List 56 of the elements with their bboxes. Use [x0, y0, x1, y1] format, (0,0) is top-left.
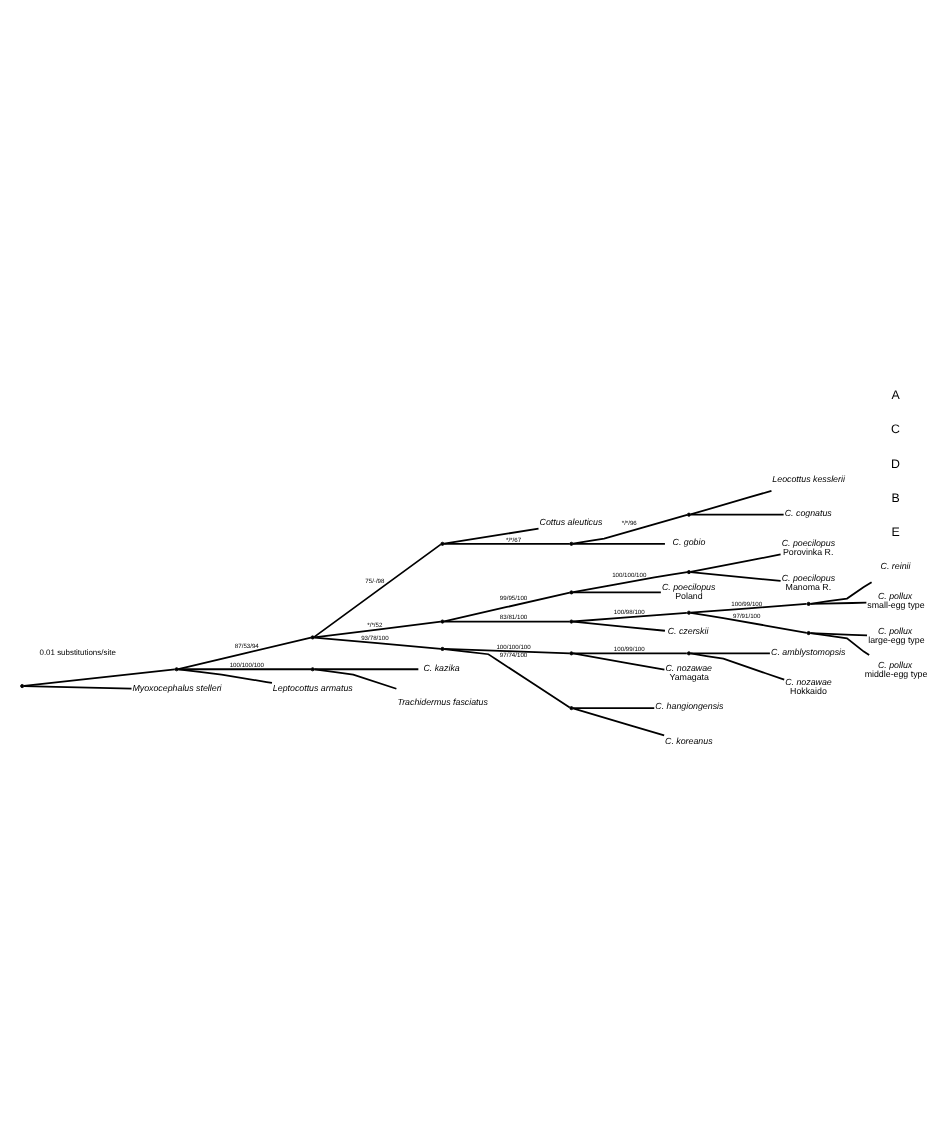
connector [689, 651, 771, 654]
connector [572, 570, 689, 593]
connector [572, 619, 666, 631]
connector [689, 610, 808, 633]
node-point [569, 650, 574, 655]
connector [443, 590, 571, 622]
node-point [310, 666, 315, 671]
connector [809, 580, 873, 604]
connector [689, 488, 773, 515]
connector [689, 512, 785, 515]
connector [689, 570, 782, 581]
node-point [806, 630, 811, 635]
node-point [686, 650, 691, 655]
connector [313, 667, 420, 670]
node-point [20, 683, 25, 688]
node-point [174, 666, 179, 671]
node-point [440, 540, 445, 545]
connector [313, 635, 442, 649]
connector [313, 619, 442, 638]
connector [177, 667, 312, 670]
node-point [310, 634, 315, 639]
connector [572, 651, 688, 654]
connector [23, 667, 176, 686]
node-point [440, 618, 445, 623]
node-point [569, 618, 574, 623]
node-point [686, 569, 691, 574]
connector [443, 541, 571, 544]
connector [443, 647, 571, 708]
node-point [686, 511, 691, 516]
node-point [686, 609, 691, 614]
node-point [440, 645, 445, 650]
connector [809, 631, 871, 655]
connector [689, 602, 808, 613]
connector [572, 590, 662, 593]
connector [23, 684, 133, 689]
connector [177, 635, 312, 669]
connector [572, 610, 688, 622]
connector [809, 631, 868, 636]
node-point [569, 589, 574, 594]
connector [809, 600, 868, 604]
node-point [569, 540, 574, 545]
connector [572, 706, 666, 736]
connector [443, 526, 540, 544]
connector [572, 513, 688, 544]
node-point [806, 600, 811, 605]
connector [572, 651, 666, 670]
connector [689, 651, 786, 680]
connector [572, 706, 656, 708]
connector [177, 667, 273, 683]
node-point [569, 705, 574, 710]
connector [572, 541, 666, 544]
connector [689, 552, 782, 572]
connector [313, 667, 398, 689]
connector [443, 647, 571, 654]
connector [443, 619, 571, 622]
connector [313, 542, 442, 637]
